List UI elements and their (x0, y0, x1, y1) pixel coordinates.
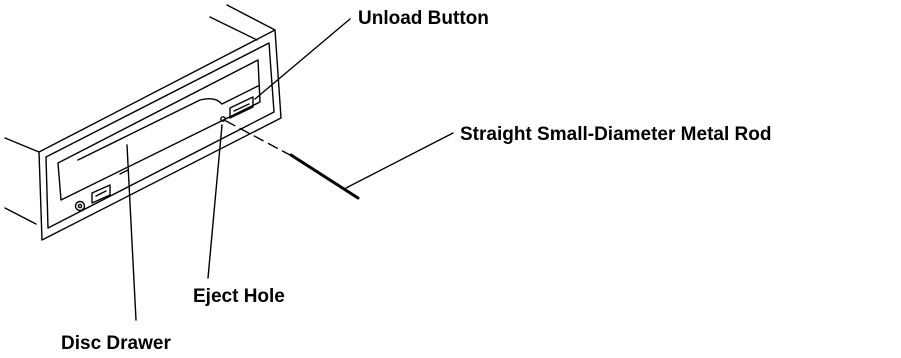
leader-eject-hole (207, 124, 223, 279)
label-disc-drawer: Disc Drawer (61, 333, 171, 354)
label-unload-button: Unload Button (358, 8, 489, 29)
label-eject-hole: Eject Hole (193, 286, 285, 307)
leader-disc-drawer (126, 144, 137, 321)
bezel-inner-rim (45, 42, 275, 229)
drawer-slot (119, 169, 129, 175)
volume-control (91, 184, 111, 204)
eject-hole-icon (220, 116, 226, 122)
chassis-left-edge-lower (4, 207, 37, 225)
bezel-outline (38, 29, 282, 241)
chassis-left-edge-upper (4, 137, 40, 153)
headphone-jack-outer (74, 200, 86, 212)
leader-metal-rod (345, 132, 454, 189)
label-metal-rod: Straight Small-Diameter Metal Rod (460, 124, 772, 145)
metal-rod-icon (289, 153, 360, 200)
drawer-seam (77, 85, 259, 161)
disc-drawer (57, 59, 261, 201)
chassis-top-edge-lower (209, 16, 258, 41)
unload-button-detail (233, 103, 250, 112)
unload-button (229, 96, 254, 119)
rod-insertion-path (225, 120, 291, 156)
volume-control-detail (95, 190, 107, 197)
chassis-top-edge-upper (226, 4, 276, 31)
headphone-jack-inner (77, 203, 83, 209)
leader-unload-button (254, 18, 351, 100)
